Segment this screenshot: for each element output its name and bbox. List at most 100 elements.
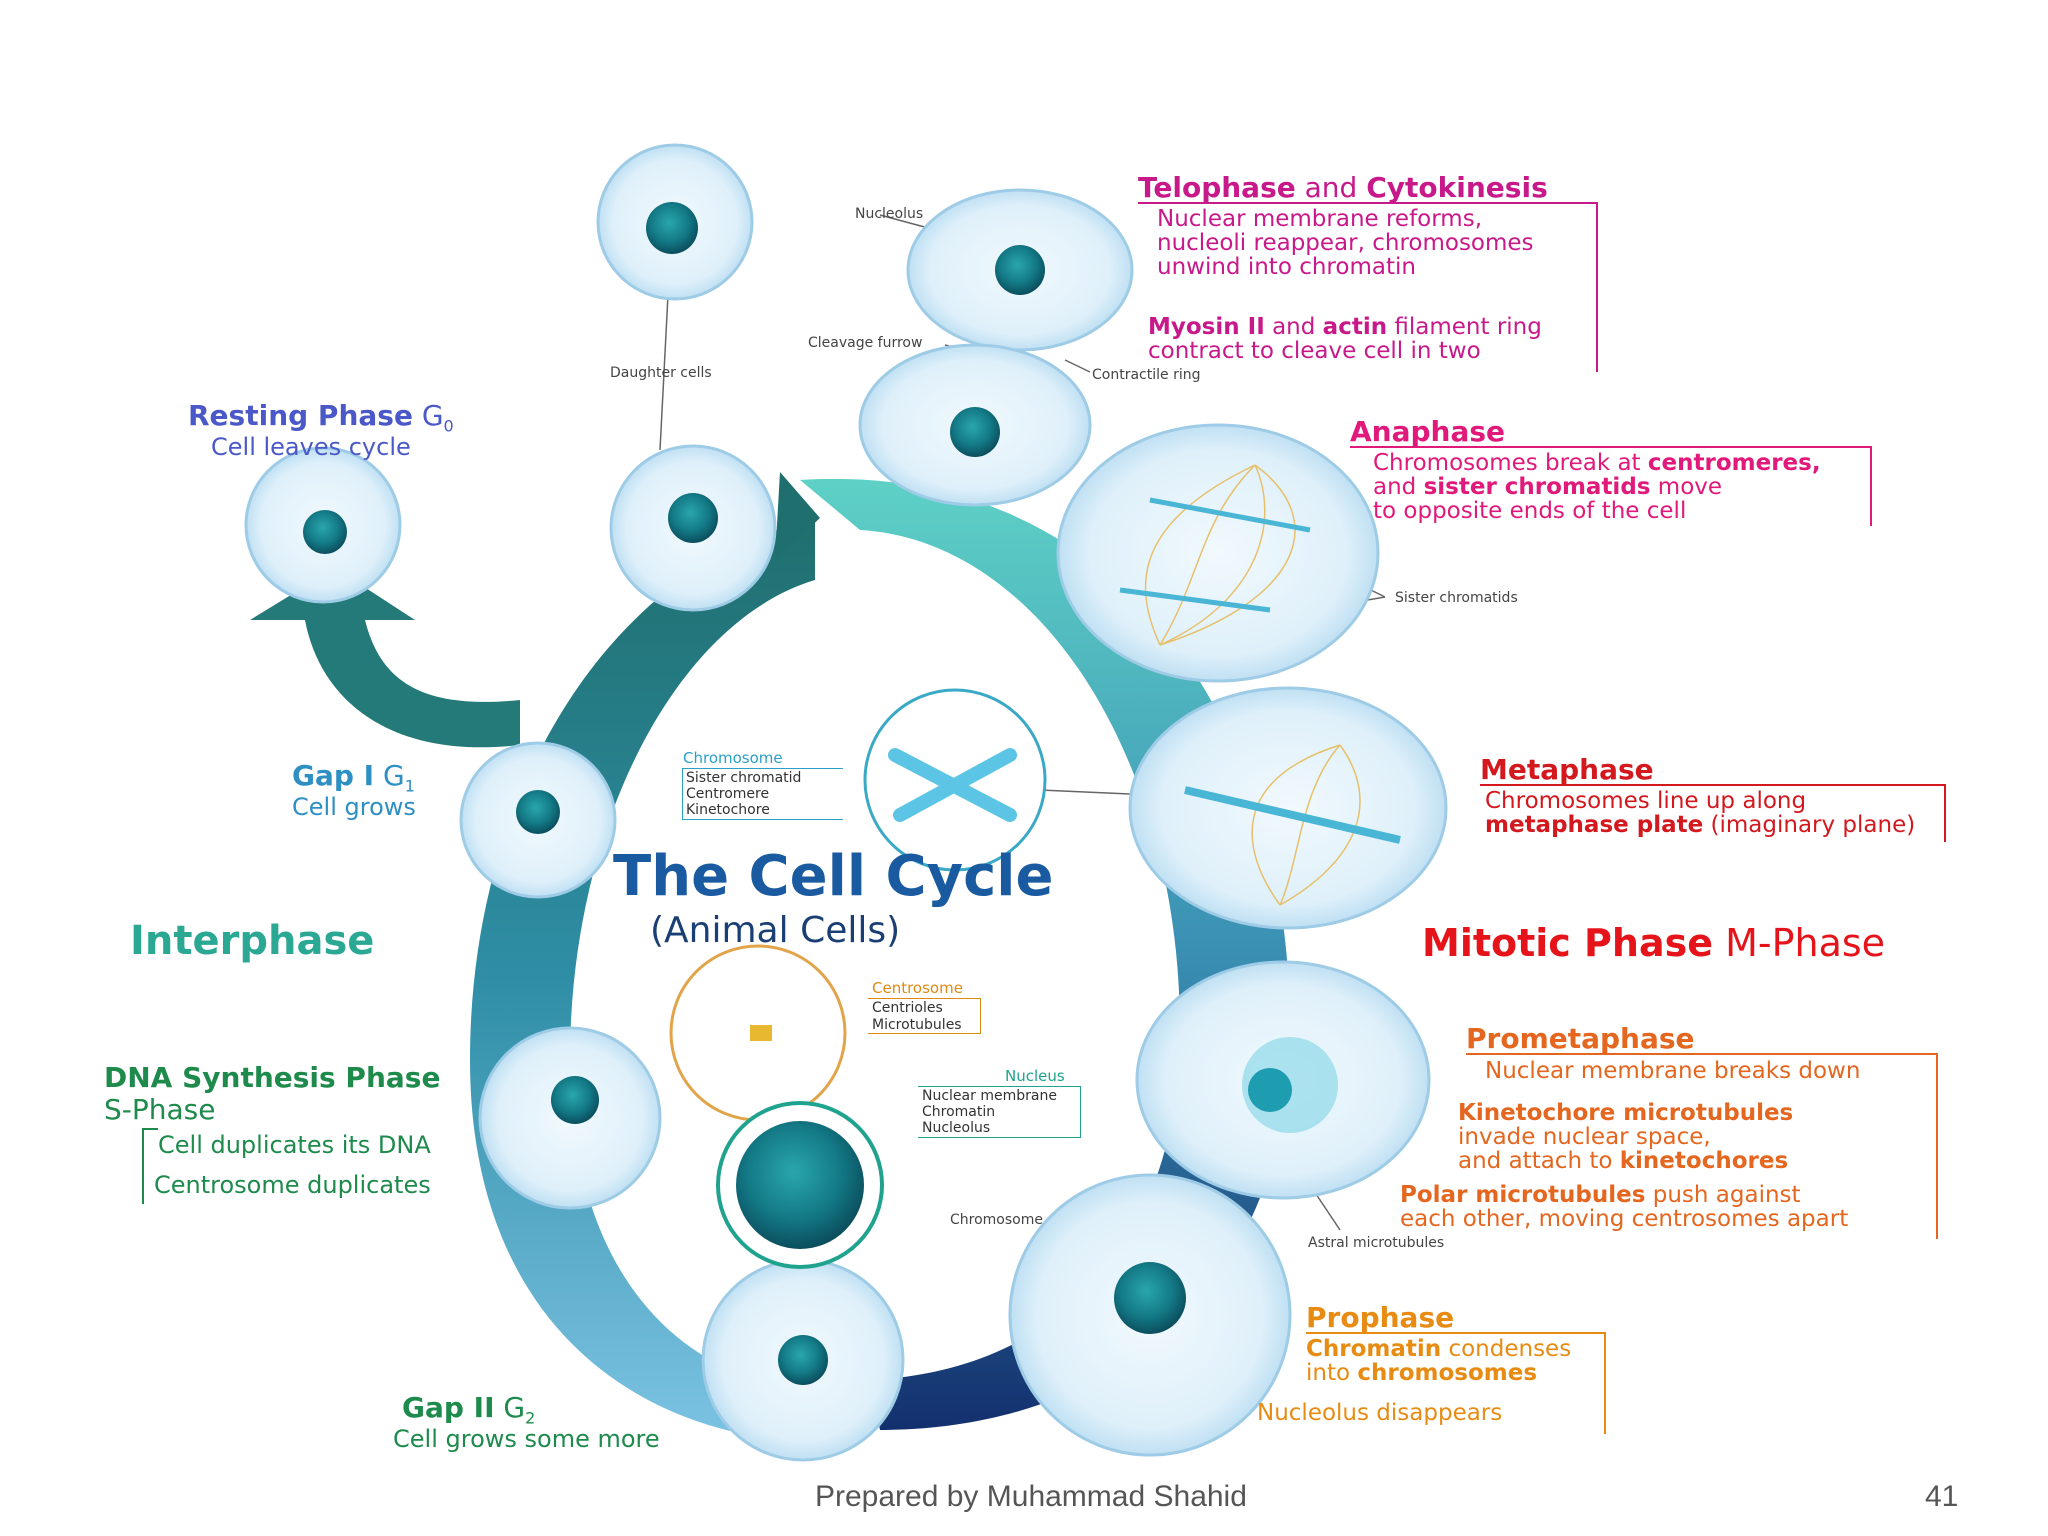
metaphase-line-2: metaphase plate (imaginary plane)	[1485, 812, 1915, 838]
gap2-sub: 2	[525, 1408, 536, 1428]
mitotic-phase-label: Mitotic Phase M-Phase	[1422, 921, 1886, 966]
chromosome-inset-box	[682, 768, 843, 820]
gap1-name: Gap I	[292, 759, 375, 792]
anaphase-spindle	[1144, 464, 1296, 646]
nucleus-item-1: Chromatin	[922, 1104, 996, 1120]
polar-microtubules-label: Polar microtubules	[1400, 1182, 1646, 1208]
telophase-line-2: nucleoli reappear, chromosomes	[1157, 230, 1534, 256]
cells	[244, 143, 1448, 1462]
prophase-into: into	[1306, 1360, 1351, 1386]
chromosome-inset-head: Chromosome	[683, 749, 783, 767]
chromosome-item-1: Centromere	[686, 786, 770, 802]
mitotic-bold: Mitotic Phase	[1422, 921, 1713, 965]
prometaphase-line-2: Kinetochore microtubules	[1458, 1100, 1794, 1126]
centrosome-inset-head: Centrosome	[872, 979, 963, 997]
telophase-line-5: contract to cleave cell in two	[1148, 338, 1481, 364]
telophase-line-4: Myosin II and actin filament ring	[1148, 314, 1542, 340]
diagram-title: The Cell Cycle	[613, 844, 1054, 909]
centromeres-label: centromeres,	[1647, 450, 1821, 476]
prophase-bracket	[1306, 1332, 1606, 1434]
prometaphase-line-6: each other, moving centrosomes apart	[1400, 1206, 1849, 1232]
metaphase-title: Metaphase	[1480, 753, 1654, 786]
gap1-sub: 1	[404, 776, 415, 796]
prometa-attach: and attach to	[1458, 1148, 1613, 1174]
metaphase-plate-label: metaphase plate	[1485, 812, 1704, 838]
prometaphase-title: Prometaphase	[1466, 1022, 1695, 1055]
resting-phase-title: Resting Phase G0	[188, 399, 454, 436]
gap2-desc: Cell grows some more	[393, 1425, 660, 1453]
metaphase-plate	[1184, 786, 1401, 844]
anaphase-title: Anaphase	[1350, 415, 1506, 448]
metaphase-line-1: Chromosomes line up along	[1485, 788, 1807, 814]
chromosome-item-2: Kinetochore	[686, 802, 770, 818]
dna-line-1: Cell duplicates its DNA	[158, 1131, 431, 1159]
astral-microtubules-label: Astral microtubules	[1308, 1235, 1445, 1251]
telophase-bracket	[1138, 202, 1598, 372]
dna-synthesis-title: DNA Synthesis Phase	[104, 1061, 441, 1094]
anaphase-and: and	[1373, 474, 1417, 500]
myosin-and: and	[1272, 314, 1316, 340]
gap1-title: Gap I G1	[292, 759, 415, 796]
anaphase-move: move	[1657, 474, 1723, 500]
dna-bracket	[142, 1128, 158, 1204]
anaphase-bracket	[1350, 446, 1872, 526]
resting-phase-desc: Cell leaves cycle	[211, 433, 411, 461]
metaphase-cell	[1128, 686, 1448, 930]
anaphase-line-3: to opposite ends of the cell	[1373, 498, 1687, 524]
prophase-line-3: Nucleolus disappears	[1257, 1400, 1503, 1426]
myosin-label: Myosin II	[1148, 314, 1265, 340]
sister-chromatids-small-label: Sister chromatids	[1395, 590, 1518, 606]
chromosome-item-0: Sister chromatid	[686, 770, 802, 786]
filament-label: filament ring	[1394, 314, 1542, 340]
nucleus-item-2: Nucleolus	[922, 1120, 991, 1136]
slide-number: 41	[1925, 1480, 1959, 1513]
telophase-and: and	[1304, 171, 1358, 204]
diagram-subtitle: (Animal Cells)	[650, 910, 901, 951]
cleavage-furrow-label: Cleavage furrow	[808, 335, 923, 351]
prometaphase-line-5: Polar microtubules push against	[1400, 1182, 1801, 1208]
gap1-sym: G	[383, 759, 405, 792]
telophase-name: Telophase	[1138, 171, 1296, 204]
imaginary-plane-label: (imaginary plane)	[1710, 812, 1916, 838]
centrosome-inset-box	[868, 998, 981, 1034]
telophase-line-3: unwind into chromatin	[1157, 254, 1416, 280]
mitotic-rest: M-Phase	[1725, 921, 1886, 965]
sister-chromatids-label: sister chromatids	[1423, 474, 1651, 500]
condenses-label: condenses	[1448, 1336, 1572, 1362]
footer-credit: Prepared by Muhammad Shahid	[815, 1480, 1247, 1513]
nucleolus-label: Nucleolus	[855, 206, 924, 222]
prometaphase-line-1: Nuclear membrane breaks down	[1485, 1058, 1861, 1084]
resting-sym: G	[421, 399, 444, 432]
prophase-title: Prophase	[1306, 1301, 1455, 1334]
chromosome-x	[888, 748, 1017, 822]
centrosome-item-0: Centrioles	[872, 1000, 943, 1016]
gap1-desc: Cell grows	[292, 793, 416, 821]
nucleus-item-0: Nuclear membrane	[922, 1088, 1057, 1104]
s-phase-title: S-Phase	[104, 1093, 216, 1126]
prometaphase-line-4: and attach to kinetochores	[1458, 1148, 1788, 1174]
gap2-title: Gap II G2	[402, 1391, 536, 1428]
prophase-line-2: into chromosomes	[1306, 1360, 1537, 1386]
gap2-name: Gap II	[402, 1391, 495, 1424]
exit-arrow-to-g0	[250, 568, 520, 748]
resting-sub: 0	[443, 416, 454, 436]
centrosome-item-1: Microtubules	[872, 1017, 962, 1033]
dna-line-2: Centrosome duplicates	[154, 1171, 431, 1199]
interphase-label: Interphase	[130, 918, 375, 964]
anaphase-chromatids	[1119, 497, 1311, 613]
chromosomes-label: chromosomes	[1357, 1360, 1538, 1386]
anaphase-cell	[1056, 423, 1380, 683]
anaphase-line-1: Chromosomes break at centromeres,	[1373, 450, 1821, 476]
metaphase-bracket	[1480, 784, 1946, 842]
anaphase-line-2: and sister chromatids move	[1373, 474, 1722, 500]
ring-arrow-head	[775, 472, 820, 560]
gap2-sym: G	[503, 1391, 526, 1424]
kinetochores-label: kinetochores	[1619, 1148, 1789, 1174]
daughter-cells-label: Daughter cells	[610, 365, 712, 381]
prometaphase-bracket	[1466, 1053, 1938, 1239]
chromosome-small-label: Chromosome	[950, 1212, 1043, 1228]
resting-name: Resting Phase	[188, 399, 413, 432]
contractile-ring-label: Contractile ring	[1092, 367, 1201, 383]
chromatin-label: Chromatin	[1306, 1336, 1442, 1362]
